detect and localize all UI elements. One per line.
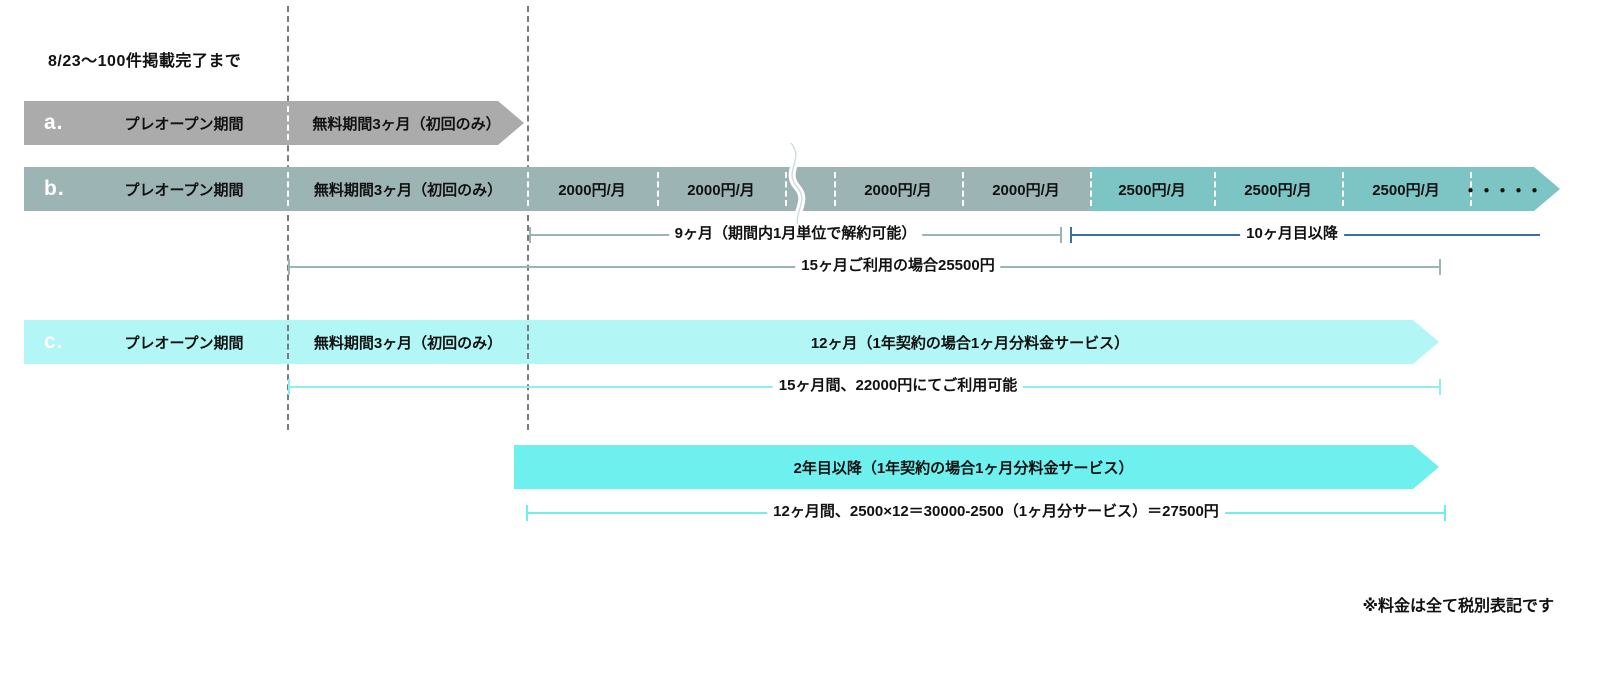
row-d-main-cell: 2年目以降（1年契約の場合1ヶ月分料金サービス）	[514, 445, 1413, 489]
row-b-segment-8-label: ・・・・・	[1462, 181, 1543, 201]
row-d-arrow-head	[1413, 445, 1439, 489]
row-b-separator-2	[785, 172, 787, 206]
row-c-letter: c.	[44, 330, 64, 353]
row-b-segment-7-label: 2500円/月	[1372, 181, 1440, 199]
row-b-separator-3	[834, 172, 836, 206]
row-c-arrow-head	[1413, 320, 1439, 364]
measure-12-months-d-cap-left	[526, 505, 528, 521]
row-b-segment-7: 2500円/月	[1342, 167, 1470, 211]
row-b-arrow-head	[1534, 167, 1560, 211]
row-b-separator-7	[1342, 172, 1344, 206]
row-b-segment-8: ・・・・・	[1462, 167, 1543, 211]
measure-12-months-d: 12ヶ月間、2500×12＝30000-2500（1ヶ月分サービス）＝27500…	[526, 502, 1446, 522]
measure-15-months-b: 15ヶ月ご利用の場合25500円	[288, 256, 1441, 276]
measure-15-months-b-cap-right	[1439, 259, 1441, 275]
row-c-main-label: 12ヶ月（1年契約の場合1ヶ月分料金サービス）	[810, 334, 1130, 352]
measure-15-months-b-cap-left	[288, 259, 290, 275]
row-c-preopen-cell: プレオープン期間	[84, 320, 284, 364]
page-title: 8/23〜100件掲載完了まで	[48, 53, 242, 70]
measure-10-months-label: 10ヶ月目以降	[1240, 224, 1344, 244]
row-b-segment-2-label: 2000円/月	[687, 181, 755, 199]
row-c-free-cell: 無料期間3ヶ月（初回のみ）	[289, 320, 527, 364]
row-c-separator-free	[527, 325, 529, 359]
measure-9-months-cap-left	[529, 227, 531, 243]
row-a-letter-cell: a.	[44, 101, 94, 145]
row-b-separator-8	[1470, 172, 1472, 206]
measure-12-months-d-label: 12ヶ月間、2500×12＝30000-2500（1ヶ月分サービス）＝27500…	[767, 502, 1225, 522]
row-d-bar: 2年目以降（1年契約の場合1ヶ月分料金サービス）	[514, 445, 1439, 489]
row-a-separator	[287, 106, 289, 140]
row-d-bar-body	[514, 445, 1413, 489]
measure-10-months-onward: 10ヶ月目以降	[1070, 224, 1540, 244]
row-c-separator-preopen	[287, 325, 289, 359]
row-a-free-cell: 無料期間3ヶ月（初回のみ）	[289, 101, 524, 145]
row-b-free-label: 無料期間3ヶ月（初回のみ）	[313, 181, 503, 199]
row-a-free-label: 無料期間3ヶ月（初回のみ）	[312, 115, 501, 133]
row-b-letter: b.	[44, 177, 65, 200]
measure-9-months: 9ヶ月（期間内1月単位で解約可能）	[529, 224, 1062, 244]
row-b-segment-3: 2000円/月	[834, 167, 962, 211]
measure-15-months-c-cap-right	[1439, 379, 1441, 395]
row-a-preopen-cell: プレオープン期間	[84, 101, 284, 145]
row-b-separator-4	[962, 172, 964, 206]
row-b-segment-5: 2500円/月	[1090, 167, 1214, 211]
row-b-letter-cell: b.	[44, 167, 94, 211]
measure-15-months-c-cap-left	[288, 379, 290, 395]
row-b-left-block	[24, 167, 527, 211]
measure-15-months-b-label: 15ヶ月ご利用の場合25500円	[795, 256, 1001, 276]
row-a-bar: a. プレオープン期間 無料期間3ヶ月（初回のみ）	[24, 101, 524, 145]
row-c-preopen-label: プレオープン期間	[124, 334, 244, 352]
row-d-main-label: 2年目以降（1年契約の場合1ヶ月分料金サービス）	[793, 459, 1134, 477]
row-b-teal-block	[1090, 167, 1534, 211]
guide-line-preopen-end	[287, 6, 289, 430]
row-b-segment-4: 2000円/月	[962, 167, 1090, 211]
row-c-main-cell: 12ヶ月（1年契約の場合1ヶ月分料金サービス）	[527, 320, 1413, 364]
row-c-bar: c. プレオープン期間 無料期間3ヶ月（初回のみ） 12ヶ月（1年契約の場合1ヶ…	[24, 320, 1439, 364]
row-b-separator-5	[1090, 172, 1092, 206]
row-a-letter: a.	[44, 111, 64, 134]
row-b-segment-6-label: 2500円/月	[1244, 181, 1312, 199]
row-b-segment-6: 2500円/月	[1214, 167, 1342, 211]
row-c-bar-body	[24, 320, 1413, 364]
row-a-arrow-head	[498, 101, 524, 145]
measure-15-months-c-label: 15ヶ月間、22000円にてご利用可能	[772, 376, 1024, 396]
row-a-preopen-label: プレオープン期間	[124, 115, 244, 133]
row-b-separator-free	[527, 172, 529, 206]
row-c-letter-cell: c.	[44, 320, 94, 364]
row-b-separator-6	[1214, 172, 1216, 206]
row-b-segment-3-label: 2000円/月	[864, 181, 932, 199]
measure-12-months-d-cap-right	[1444, 505, 1446, 521]
tax-footnote: ※料金は全て税別表記です	[1362, 598, 1554, 615]
row-b-preopen-label: プレオープン期間	[124, 181, 244, 199]
row-b-separator-preopen	[287, 172, 289, 206]
measure-9-months-label: 9ヶ月（期間内1月単位で解約可能）	[668, 224, 923, 244]
row-b-gray-block	[527, 167, 1090, 211]
row-b-free-cell: 無料期間3ヶ月（初回のみ）	[289, 167, 527, 211]
row-b-segment-1-label: 2000円/月	[558, 181, 626, 199]
row-b-segment-1: 2000円/月	[527, 167, 657, 211]
measure-9-months-cap-right	[1060, 227, 1062, 243]
row-b-segment-5-label: 2500円/月	[1118, 181, 1186, 199]
measure-15-months-c: 15ヶ月間、22000円にてご利用可能	[288, 376, 1441, 396]
row-b-preopen-cell: プレオープン期間	[84, 167, 284, 211]
row-b-bar: b. プレオープン期間 無料期間3ヶ月（初回のみ） 2000円/月 2000円/…	[24, 167, 1560, 211]
guide-line-free-period-end	[527, 6, 529, 430]
measure-10-months-cap-left	[1070, 227, 1072, 243]
row-b-separator-1	[657, 172, 659, 206]
row-b-segment-2: 2000円/月	[657, 167, 785, 211]
row-c-free-label: 無料期間3ヶ月（初回のみ）	[313, 334, 503, 352]
row-b-segment-4-label: 2000円/月	[992, 181, 1060, 199]
row-a-bar-body	[24, 101, 498, 145]
